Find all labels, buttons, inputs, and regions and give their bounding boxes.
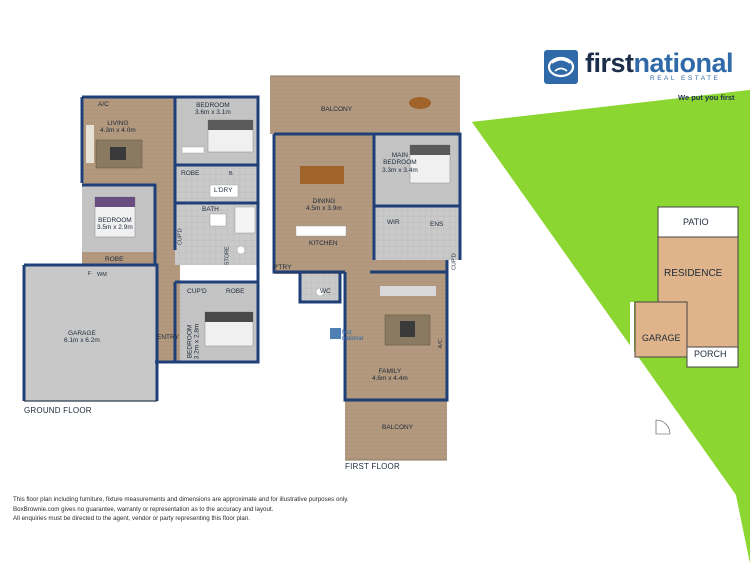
room-label: BALCONY <box>382 424 414 431</box>
site-garage-outline <box>634 301 688 358</box>
room-label: DINING 4.5m x 3.9m <box>306 198 342 213</box>
site-label-porch: PORCH <box>694 349 727 359</box>
site-plan <box>472 90 750 563</box>
f-mark: F <box>88 271 92 277</box>
site-label-garage: GARAGE <box>642 333 681 343</box>
room-label: BEDROOM 3.5m x 2.9m <box>97 217 133 232</box>
disclaimer: This floor plan including furniture, fix… <box>13 495 349 524</box>
site-label-residence: RESIDENCE <box>664 268 723 279</box>
brand-name: firstnational <box>585 48 734 78</box>
room-label: CUP'D <box>177 228 184 246</box>
ground-floor-plan <box>22 95 260 402</box>
site-label-patio: PATIO <box>683 217 709 227</box>
room-label: WIR <box>387 219 400 226</box>
ac-mark: A/C <box>437 339 444 349</box>
garage-floor <box>24 265 157 401</box>
room-label: P'TRY <box>273 264 292 271</box>
ac-mark: A/C <box>98 101 109 108</box>
porch-outline <box>686 346 739 368</box>
room-label: CUP'D <box>187 288 207 295</box>
room-label: BATH <box>202 206 219 213</box>
b-mark: B <box>229 171 233 177</box>
room-label: ENS <box>430 221 444 228</box>
room-label: STORE <box>224 246 231 266</box>
first-floor-caption: FIRST FLOOR <box>345 462 400 471</box>
disclaimer-line: All enquiries must be directed to the ag… <box>13 515 250 523</box>
room-label: KITCHEN <box>309 240 338 247</box>
room-label: LIVING 4.3m x 4.0m <box>100 120 136 135</box>
ground-floor-caption: GROUND FLOOR <box>24 406 92 415</box>
balcony-top-floor <box>270 76 460 134</box>
room-label: BEDROOM 3.6m x 3.1m <box>195 102 231 117</box>
room-label: BALCONY <box>321 106 353 113</box>
room-label: WC <box>320 288 331 295</box>
room-label: BEDROOM 3.2m x 2.8m <box>186 323 201 360</box>
room-label: MAIN BEDROOM 3.3m x 3.4m <box>382 152 418 174</box>
watermark-logo <box>330 328 341 339</box>
brand-name-first: first <box>585 48 634 78</box>
disclaimer-line: This floor plan including furniture, fix… <box>13 496 349 503</box>
wm-mark: WM <box>97 272 107 278</box>
room-label: ENTRY <box>157 334 179 341</box>
room-label: CUP'D <box>451 253 458 271</box>
room-label: GARAGE 6.1m x 6.2m <box>64 330 100 345</box>
brand-tagline: We put you first <box>678 93 735 102</box>
brand-name-second: national <box>633 48 734 78</box>
room-label: ROBE <box>226 288 245 295</box>
room-label: L'DRY <box>214 187 233 194</box>
disclaimer-line: BoxBrownie.com gives no guarantee, warra… <box>13 505 274 513</box>
room-label: ROBE <box>181 170 200 177</box>
balcony-bottom-floor <box>345 400 447 460</box>
first-floor-plan <box>270 75 462 461</box>
room-label: FAMILY 4.6m x 4.4m <box>372 368 408 383</box>
patio-outline <box>657 206 739 238</box>
room-label: ROBE <box>105 256 124 263</box>
ensuite-floor <box>374 206 460 260</box>
brand-logo-icon <box>544 50 578 84</box>
watermark-text: first national <box>342 330 364 342</box>
brand-subtitle: REAL ESTATE <box>650 75 721 82</box>
